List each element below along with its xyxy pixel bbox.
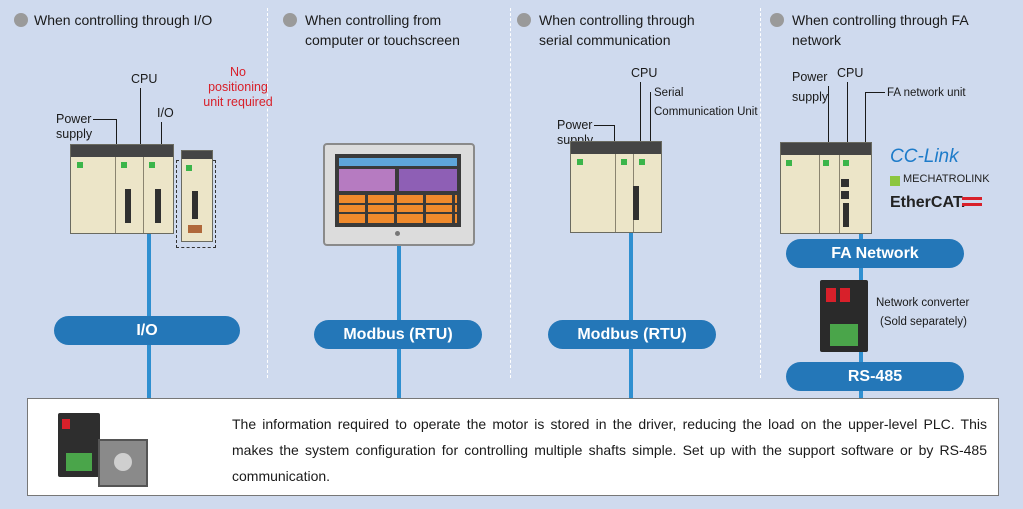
modbus-line [629,228,633,398]
no-positioning-note: No positioning unit required [203,65,273,109]
mechatrolink-logo: MECHATROLINK [903,173,990,185]
serial-unit-label: Serial [654,87,684,99]
mechatrolink-mark-icon [890,176,900,186]
power-supply-label: Power [792,70,828,84]
bus-label-io: I/O [54,316,240,345]
cpu-leader [847,82,848,146]
network-converter-icon [820,280,868,352]
network-converter-label: Network converter [876,297,970,309]
power-supply-leader [594,125,614,126]
info-box: The information required to operate the … [27,398,999,496]
power-supply-leader [828,86,829,146]
plc-unit [780,142,872,234]
power-supply-leader [93,119,116,120]
bus-label-modbus-serial: Modbus (RTU) [548,320,716,349]
bus-label-modbus: Modbus (RTU) [314,320,482,349]
cpu-label: CPU [131,72,158,86]
bus-label-rs485: RS-485 [786,362,964,391]
column-separator [510,8,511,378]
serial-unit-label: Communication Unit [654,106,758,118]
io-unit-leader [161,122,162,148]
fa-unit-label: FA network unit [887,87,966,99]
cpu-leader [640,82,641,145]
power-supply-label: Power [557,118,593,132]
bullet-icon [517,13,531,27]
column-separator [760,8,761,378]
driver-icon [58,413,100,477]
serial-unit-leader [650,92,651,145]
bus-label-fa-network: FA Network [786,239,964,268]
column-title-serial: When controlling through [539,12,695,28]
plc-unit [570,141,662,233]
column-title-fa: network [792,32,842,48]
column-title-io: When controlling through I/O [34,12,213,28]
ethercat-arrow-icon [962,203,982,206]
plc-unit [70,144,174,234]
network-converter-label: (Sold separately) [880,316,967,328]
touchscreen-icon [323,143,475,246]
fa-unit-leader [865,92,885,93]
positioning-unit [181,150,213,242]
bullet-icon [283,13,297,27]
bullet-icon [770,13,784,27]
fa-unit-leader [865,92,866,146]
power-supply-leader [116,119,117,149]
column-separator [267,8,268,378]
ethercat-logo: EtherCAT. [890,194,966,211]
motor-icon [98,439,148,487]
power-supply-leader [614,125,615,145]
cpu-label: CPU [837,66,864,80]
cpu-label: CPU [631,66,658,80]
column-title-fa: When controlling through FA [792,12,969,28]
power-supply-label: supply [792,90,829,104]
bullet-icon [14,13,28,27]
ethercat-arrow-icon [962,197,982,200]
info-description: The information required to operate the … [232,416,987,484]
io-unit-label: I/O [157,106,174,120]
cc-link-logo: CC-Link [890,146,959,167]
power-supply-label: Power [56,112,92,126]
power-supply-label: supply [56,127,93,141]
io-signal-line [147,228,151,398]
cpu-leader [140,88,141,148]
column-title-computer: computer or touchscreen [305,32,460,48]
column-title-computer: When controlling from [305,12,442,28]
modbus-line [397,228,401,398]
column-title-serial: serial communication [539,32,671,48]
